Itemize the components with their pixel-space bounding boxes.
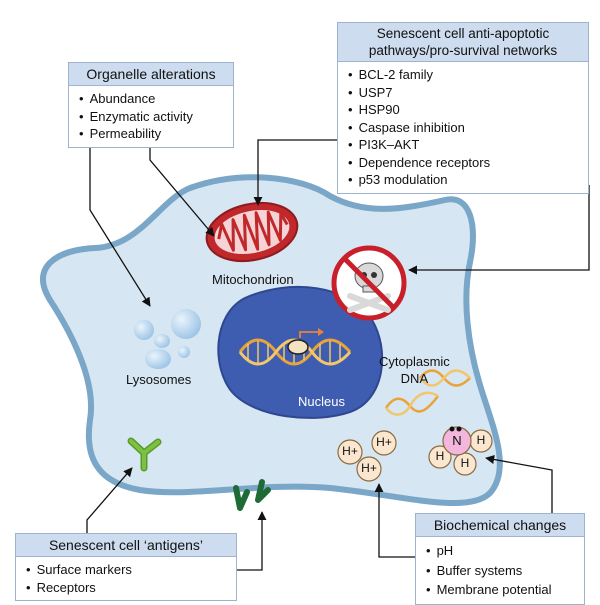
list-item: Dependence receptors [348, 154, 580, 172]
antigen-receptor-icon [127, 437, 162, 472]
list-item: p53 modulation [348, 171, 580, 189]
arrow-antigens-to-marker [237, 511, 267, 571]
mitochondrion-label: Mitochondrion [212, 272, 294, 287]
proton-label: H+ [376, 435, 392, 449]
proton-ions-icon [337, 430, 397, 482]
biochemical-changes-box: Biochemical changes pH Buffer systems Me… [415, 513, 585, 605]
nuclear-dna-icon [238, 328, 352, 366]
arrow-pathways-to-mitochondrion [253, 139, 337, 206]
nucleus-label: Nucleus [298, 394, 345, 409]
organelle-alterations-title: Organelle alterations [68, 62, 234, 86]
arrow-antigens-to-receptor [86, 467, 133, 533]
list-item: USP7 [348, 84, 580, 102]
list-item: Membrane potential [426, 580, 576, 600]
list-item: Receptors [26, 579, 228, 597]
cytoplasmic-dna-icon [384, 369, 471, 416]
cytoplasmic-dna-label-line2: DNA [400, 371, 429, 386]
biochemical-changes-title: Biochemical changes [415, 513, 585, 537]
list-item: HSP90 [348, 101, 580, 119]
arrow-biochem-to-protons [374, 483, 415, 558]
arrows [86, 139, 590, 571]
senescent-pathways-title: Senescent cell anti-apoptotic pathways/p… [337, 22, 589, 62]
list-item: Permeability [79, 125, 225, 143]
list-item: Buffer systems [426, 561, 576, 581]
senescent-antigens-title: Senescent cell ‘antigens’ [15, 533, 237, 557]
list-item: Enzymatic activity [79, 108, 225, 126]
senescent-pathways-title-line1: Senescent cell anti-apoptotic [376, 26, 550, 41]
hydrogen-label: H [435, 449, 445, 463]
proton-label: H+ [342, 444, 358, 458]
senescent-pathways-list: BCL-2 family USP7 HSP90 Caspase inhibiti… [337, 62, 589, 194]
senescent-pathways-title-line2: pathways/pro-survival networks [368, 43, 558, 58]
ammonium-molecule-icon [428, 426, 493, 476]
cytoplasmic-dna-label: Cytoplasmic DNA [379, 353, 450, 387]
list-item: pH [426, 541, 576, 561]
list-item: Caspase inhibition [348, 119, 580, 137]
proton-label: H+ [361, 461, 377, 475]
organelle-alterations-box: Organelle alterations Abundance Enzymati… [68, 62, 234, 148]
biochemical-changes-list: pH Buffer systems Membrane potential [415, 537, 585, 605]
arrow-biochem-to-ammonium [485, 454, 553, 513]
cytoplasmic-dna-label-line1: Cytoplasmic [379, 354, 450, 369]
arrow-organelle-to-lysosomes [89, 140, 151, 307]
mitochondrion-icon [205, 201, 299, 263]
no-survival-icon [331, 245, 407, 321]
nitrogen-label: N [452, 433, 462, 448]
senescent-pathways-box: Senescent cell anti-apoptotic pathways/p… [337, 22, 589, 194]
lysosomes-label: Lysosomes [126, 372, 192, 387]
surface-marker-icon [233, 479, 271, 511]
organelle-alterations-list: Abundance Enzymatic activity Permeabilit… [68, 86, 234, 148]
list-item: BCL-2 family [348, 66, 580, 84]
hydrogen-label: H [460, 456, 470, 470]
list-item: Abundance [79, 90, 225, 108]
lysosomes-icon [134, 309, 201, 369]
senescent-antigens-box: Senescent cell ‘antigens’ Surface marker… [15, 533, 237, 601]
list-item: PI3K–AKT [348, 136, 580, 154]
list-item: Surface markers [26, 561, 228, 579]
senescent-antigens-list: Surface markers Receptors [15, 557, 237, 601]
hydrogen-label: H [476, 433, 486, 447]
arrow-pathways-to-skull [408, 185, 590, 275]
